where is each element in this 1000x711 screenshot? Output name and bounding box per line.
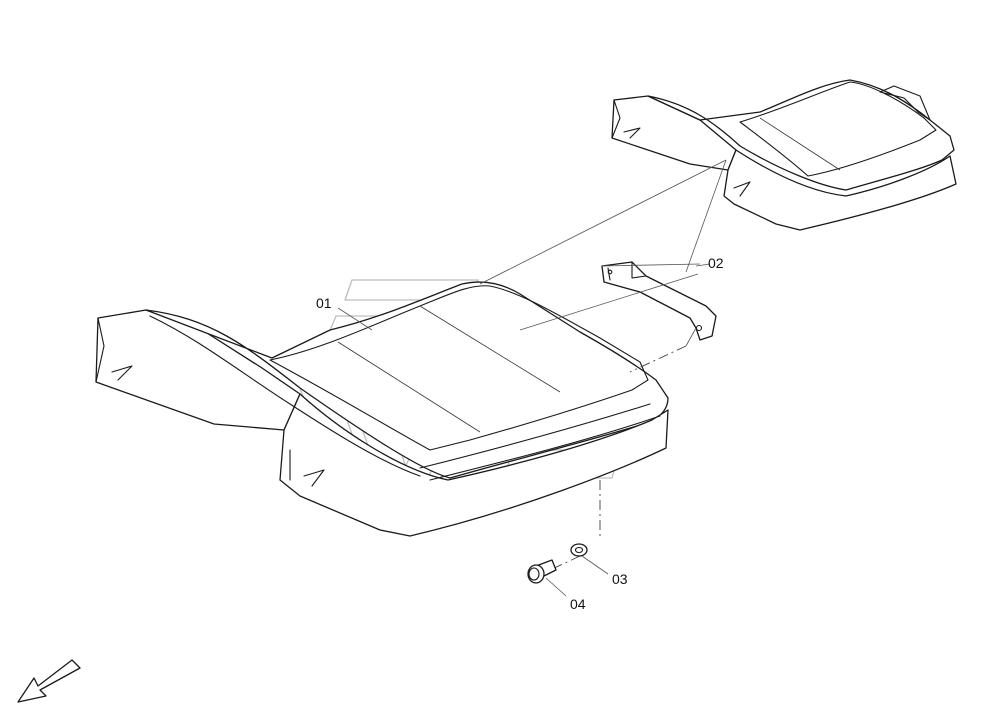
callout-04: 04 xyxy=(570,596,586,612)
part-02-bracket xyxy=(601,261,717,341)
callout-01: 01 xyxy=(316,295,332,311)
part-03-washer xyxy=(570,543,588,557)
callout-03: 03 xyxy=(612,571,628,587)
callout-02: 02 xyxy=(708,255,724,271)
part-04-bolt xyxy=(527,559,557,584)
front-direction-arrow-icon xyxy=(17,659,81,703)
part-01-seat-cover-rear xyxy=(611,79,957,231)
part-01-seat-cover xyxy=(95,281,669,537)
leader-lines xyxy=(337,159,727,597)
